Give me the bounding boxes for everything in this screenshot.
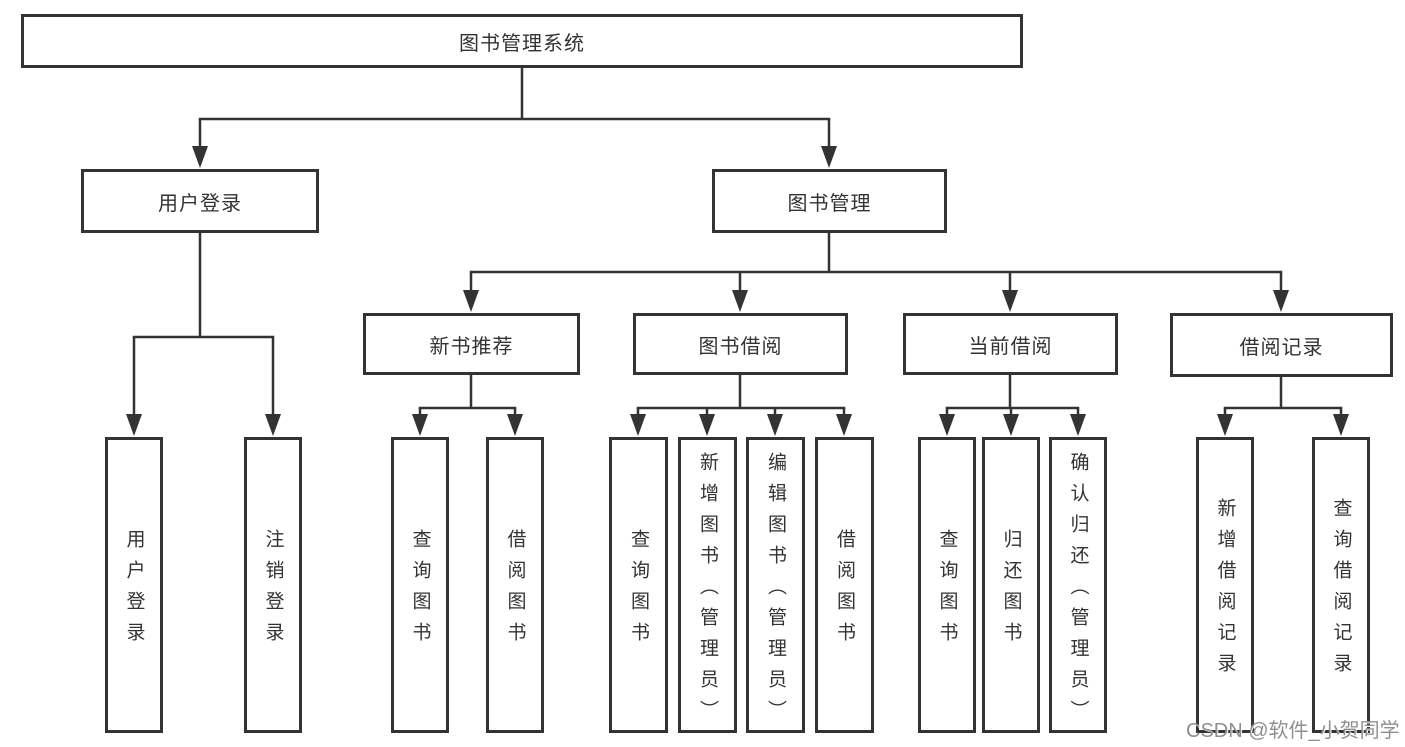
node-root-label: 图书管理系统 <box>459 32 585 55</box>
node-book-borrow: 图书借阅 <box>633 313 848 375</box>
node-current-borrow-label: 当前借阅 <box>968 335 1053 358</box>
leaf-confirm-return-admin: 确认归还（管理员） <box>1049 437 1107 733</box>
leaf-logout: 注销登录 <box>244 437 302 733</box>
connector-user-login-to-leaves <box>126 233 281 436</box>
leaf-user-login: 用户登录 <box>105 437 163 733</box>
leaf-query-books-current: 查询图书 <box>918 437 976 733</box>
watermark: CSDN @软件_小贺同学 <box>1186 720 1400 742</box>
node-root: 图书管理系统 <box>21 14 1023 68</box>
node-current-borrow: 当前借阅 <box>903 313 1118 375</box>
connector-current-borrow-to-leaves <box>939 375 1086 436</box>
leaf-return-books: 归还图书 <box>982 437 1040 733</box>
node-new-book-recommend-label: 新书推荐 <box>429 335 514 358</box>
leaf-borrow-books-borrow: 借阅图书 <box>815 437 874 733</box>
node-user-login: 用户登录 <box>81 169 319 233</box>
connector-root-to-level2 <box>192 68 837 168</box>
leaf-borrow-books-recommend: 借阅图书 <box>486 437 544 733</box>
node-user-login-label: 用户登录 <box>158 192 242 215</box>
node-borrow-records-label: 借阅记录 <box>1239 336 1324 359</box>
leaf-query-books-borrow: 查询图书 <box>609 437 668 733</box>
node-borrow-records: 借阅记录 <box>1170 313 1393 377</box>
leaf-add-book-admin: 新增图书（管理员） <box>678 437 737 733</box>
leaf-edit-book-admin: 编辑图书（管理员） <box>746 437 805 733</box>
connector-book-borrow-to-leaves <box>630 375 852 436</box>
connector-new-book-recommend-to-leaves <box>412 375 523 436</box>
connector-book-management-to-level3 <box>463 233 1289 312</box>
node-book-borrow-label: 图书借阅 <box>698 335 783 358</box>
connector-borrow-records-to-leaves <box>1217 377 1349 436</box>
leaf-query-books-recommend: 查询图书 <box>391 437 449 733</box>
leaf-add-borrow-record: 新增借阅记录 <box>1196 437 1254 733</box>
node-book-management: 图书管理 <box>712 169 947 233</box>
node-book-management-label: 图书管理 <box>787 192 872 215</box>
leaf-query-borrow-record: 查询借阅记录 <box>1312 437 1370 733</box>
node-new-book-recommend: 新书推荐 <box>363 313 580 375</box>
